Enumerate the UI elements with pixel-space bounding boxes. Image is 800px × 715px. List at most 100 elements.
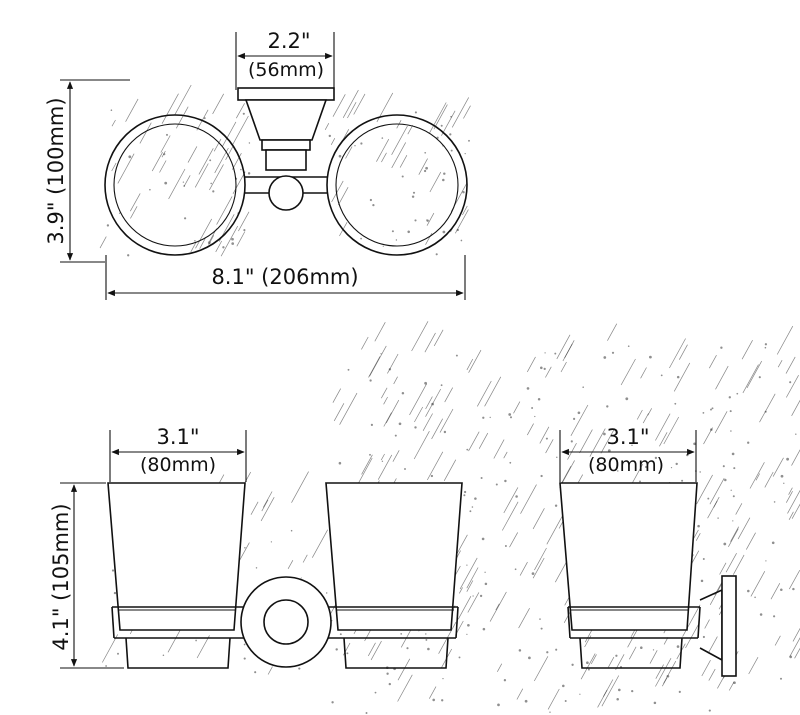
speck [730,430,732,432]
speck [724,478,727,482]
hatch-stroke [709,478,725,505]
left-ring-outer [104,114,246,256]
speck [504,545,507,547]
hatch-stroke [99,236,107,249]
speck [442,178,445,182]
hatch-stroke [526,356,536,373]
speck [639,480,641,483]
speck [472,595,474,597]
hatch-stroke [785,375,799,398]
hatch-stroke [655,413,671,441]
speck [449,133,452,136]
speck [404,468,406,470]
speck [509,461,512,464]
speck [702,558,705,560]
speck [711,407,714,410]
speck [587,668,590,671]
hatch-stroke [520,484,537,514]
hatch-stroke [661,677,668,687]
center-hub [268,175,304,211]
speck [381,460,384,462]
hatch-stroke [788,487,793,495]
speck [424,151,427,154]
speck [182,181,185,183]
hatch-stroke [468,349,482,373]
hatch-stroke [467,592,480,613]
speck [508,413,512,416]
hatch-stroke [374,322,386,342]
speck [118,212,121,214]
hatch-stroke [526,423,534,436]
speck [183,217,187,220]
hatch-stroke [459,557,478,590]
hatch-stroke [476,380,492,407]
front-hub-inner [263,599,309,645]
hatch-stroke [545,366,552,378]
speck [652,649,655,651]
speck [631,689,634,693]
speck [335,648,338,651]
speck [654,456,658,460]
speck [209,159,212,162]
hatch-stroke [337,187,349,206]
speck [514,568,517,571]
speck [789,381,792,384]
hatch-stroke [433,104,448,130]
hatch-stroke [655,664,664,679]
hatch-stroke [111,162,117,172]
speck [792,587,795,591]
speck [540,474,543,478]
left-cup [107,482,246,631]
front-cup-width-mm: (80mm) [140,454,216,476]
speck [243,657,246,660]
speck [248,142,251,144]
speck [243,643,246,646]
hatch-stroke [567,443,577,460]
speck [398,422,402,426]
speck [463,494,466,497]
hatch-stroke [647,408,653,416]
speck [247,172,251,175]
hatch-stroke [454,209,469,234]
hatch-stroke [701,660,711,677]
hatch-stroke [607,656,615,668]
speck [653,701,657,705]
mount-flange [244,99,328,141]
speck [564,700,567,702]
hatch-stroke [457,596,472,620]
speck [425,166,428,170]
hatch-stroke [791,503,800,519]
speck [495,483,498,486]
speck [606,405,609,408]
hatch-stroke [707,496,720,519]
hatch-stroke [385,399,400,424]
hatch-stroke [425,233,433,245]
speck [414,111,417,114]
hatch-stroke [159,160,167,173]
speck [242,112,245,115]
hatch-stroke [101,634,119,663]
speck [441,699,444,702]
speck [426,219,428,221]
speck [731,452,735,456]
hatch-stroke [484,376,502,407]
hatch-stroke [462,205,468,216]
speck [625,397,629,401]
speck [736,392,739,395]
speck [443,430,447,434]
speck [710,408,712,411]
hatch-stroke [788,570,800,590]
hatch-stroke [411,321,429,352]
hatch-stroke [590,654,597,665]
speck [722,465,725,468]
hatch-stroke [353,93,366,115]
speck [210,182,212,185]
speck [374,691,377,694]
speck [702,412,705,414]
speck [435,253,438,256]
hatch-stroke [429,171,442,193]
speck [369,198,373,202]
speck [747,589,750,593]
hatch-stroke [560,466,572,486]
speck [733,681,736,685]
